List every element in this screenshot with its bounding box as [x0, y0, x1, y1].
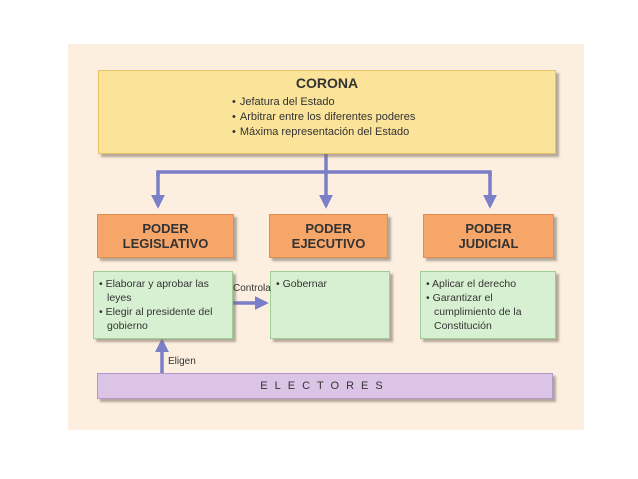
- corona-functions: Jefatura del Estado Arbitrar entre los d…: [232, 95, 415, 140]
- poder-ejecutivo-header: PODER EJECUTIVO: [269, 214, 388, 258]
- corona-function: Máxima representación del Estado: [232, 125, 415, 140]
- ejecutivo-function: Gobernar: [276, 277, 384, 291]
- legislativo-function: Elaborar y aprobar las leyes: [99, 277, 227, 305]
- legislativo-function: Elegir al presidente del gobierno: [99, 305, 227, 333]
- controla-label: Controla: [233, 283, 271, 294]
- corona-function: Jefatura del Estado: [232, 95, 415, 110]
- electores-box: ELECTORES: [97, 373, 553, 399]
- eligen-label: Eligen: [168, 356, 196, 367]
- corona-distribution-line: [156, 170, 492, 176]
- poder-judicial-functions: Aplicar el derecho Garantizar el cumplim…: [420, 271, 556, 339]
- corona-function: Arbitrar entre los diferentes poderes: [232, 110, 415, 125]
- poder-legislativo-header: PODER LEGISLATIVO: [97, 214, 234, 258]
- judicial-function: Garantizar el cumplimiento de la Constit…: [426, 291, 550, 333]
- poder-legislativo-functions: Elaborar y aprobar las leyes Elegir al p…: [93, 271, 233, 339]
- poder-judicial-header: PODER JUDICIAL: [423, 214, 554, 258]
- corona-title: CORONA: [295, 75, 359, 91]
- corona-box: CORONA Jefatura del Estado Arbitrar entr…: [98, 70, 556, 154]
- judicial-function: Aplicar el derecho: [426, 277, 550, 291]
- poder-ejecutivo-functions: Gobernar: [270, 271, 390, 339]
